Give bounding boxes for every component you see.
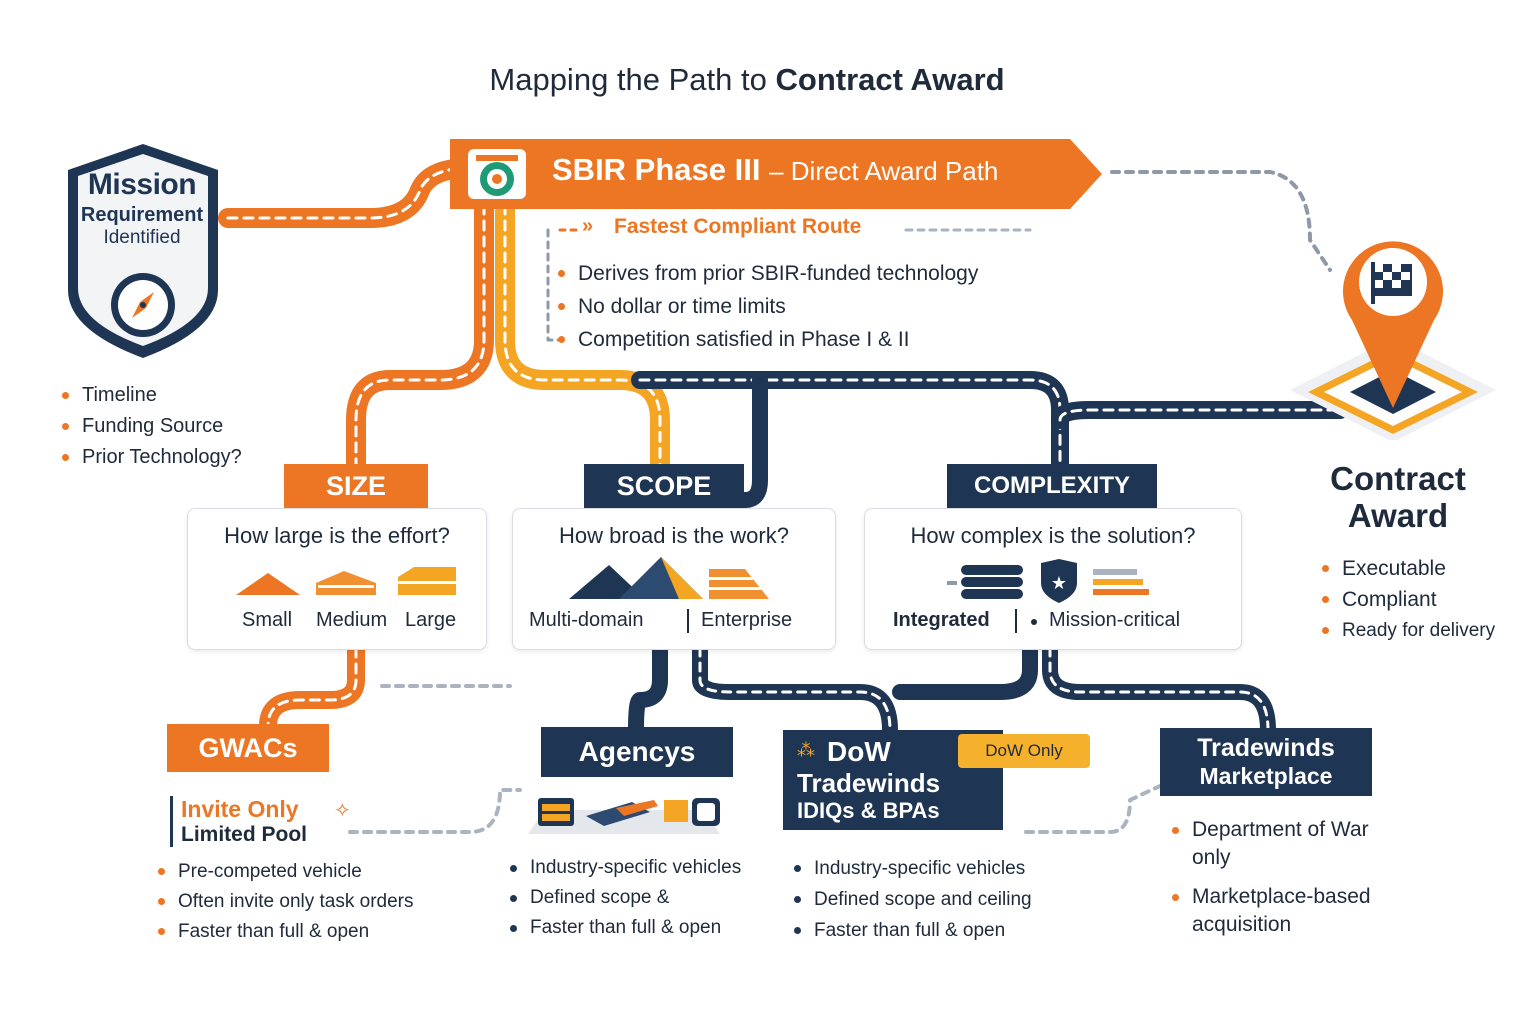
complexity-option-integrated: Integrated [893,609,990,631]
list-item: Competition satisfied in Phase I & II [556,323,978,356]
mission-bullets: Timeline Funding Source Prior Technology… [60,380,242,473]
award-title: Contract Award [1330,460,1466,534]
list-item: Prior Technology? [60,442,242,473]
list-item: Faster than full & open [792,915,1032,946]
scope-option-multidomain: Multi-domain [529,609,644,631]
list-item: Industry-specific vehicles [508,853,741,883]
shield-star-icon: ★ [1041,559,1077,603]
spark-icon: ⁂ [797,740,815,760]
award-marker [1290,241,1496,440]
sbir-banner [450,139,1102,209]
tradewinds-bullets: Department of War only Marketplace-based… [1170,816,1410,950]
size-question: How large is the effort? [224,523,450,548]
gwacs-label: GWACs [167,724,329,772]
list-item: Funding Source [60,411,242,442]
tradewinds-marketplace-box: Tradewinds Marketplace [1160,728,1372,796]
bullet-dot [1031,619,1037,625]
divider [687,609,689,633]
svg-text:★: ★ [1051,573,1067,594]
list-item: Ready for delivery [1320,615,1495,646]
list-item: Department of War only [1170,816,1410,872]
mission-shield [68,144,218,358]
list-item: Defined scope & [508,883,741,913]
size-option-small: Small [242,609,293,631]
scope-header: SCOPE [584,464,744,508]
complexity-card: How complex is the solution? ★ Integrate… [864,508,1242,650]
list-item: Derives from prior SBIR-funded technolog… [556,257,978,290]
agencys-bullets: Industry-specific vehicles Defined scope… [508,853,741,943]
compass-icon [111,273,175,337]
complexity-option-mission-critical: Mission-critical [1049,609,1181,631]
complexity-question: How complex is the solution? [910,523,1196,548]
size-header: SIZE [284,464,428,508]
list-item: Often invite only task orders [156,887,414,917]
list-item: Compliant [1320,584,1495,615]
complexity-icons: ★ [947,559,1149,603]
dow-bullets: Industry-specific vehicles Defined scope… [792,853,1032,946]
server-stack-icon [947,565,1023,599]
size-card: How large is the effort? Small Medium La… [187,508,487,650]
size-option-large: Large [405,609,457,631]
award-bullets: Executable Compliant Ready for delivery [1320,553,1495,646]
sbir-subheading: Fastest Compliant Route [614,215,862,238]
scope-question: How broad is the work? [559,523,789,548]
list-item: Industry-specific vehicles [792,853,1032,884]
list-item: Faster than full & open [156,917,414,947]
scope-card: How broad is the work? Multi-domain Ente… [512,508,836,650]
target-icon [468,149,526,199]
divider [1015,609,1017,633]
page-title: Mapping the Path to Contract Award [489,62,1005,97]
list-item: Pre-competed vehicle [156,857,414,887]
mountains-icon [569,557,769,599]
sparkle-icon: ✧ [334,800,351,822]
list-item: Executable [1320,553,1495,584]
list-item: No dollar or time limits [556,290,978,323]
mission-label: Mission Requirement Identified [80,168,204,248]
double-chevron-icon: » [582,215,594,237]
list-item: Marketplace-based acquisition [1170,883,1410,939]
dow-only-badge: DoW Only [958,734,1090,768]
list-item: Defined scope and ceiling [792,884,1032,915]
sbir-title: SBIR Phase III – Direct Award Path [552,152,999,187]
list-item: Timeline [60,380,242,411]
gwacs-bullets: Pre-competed vehicle Often invite only t… [156,857,414,947]
invite-only-note: Invite Only Limited Pool [170,796,307,847]
agencys-label: Agencys [541,727,733,777]
agency-tools-icon [528,798,720,834]
complexity-header: COMPLEXITY [947,464,1157,508]
size-scale-icon [236,567,456,595]
checkered-flag-icon [1371,262,1412,304]
scope-option-enterprise: Enterprise [701,609,793,631]
list-item: Faster than full & open [508,913,741,943]
sbir-bullets: Derives from prior SBIR-funded technolog… [556,257,978,356]
size-option-medium: Medium [316,609,388,631]
